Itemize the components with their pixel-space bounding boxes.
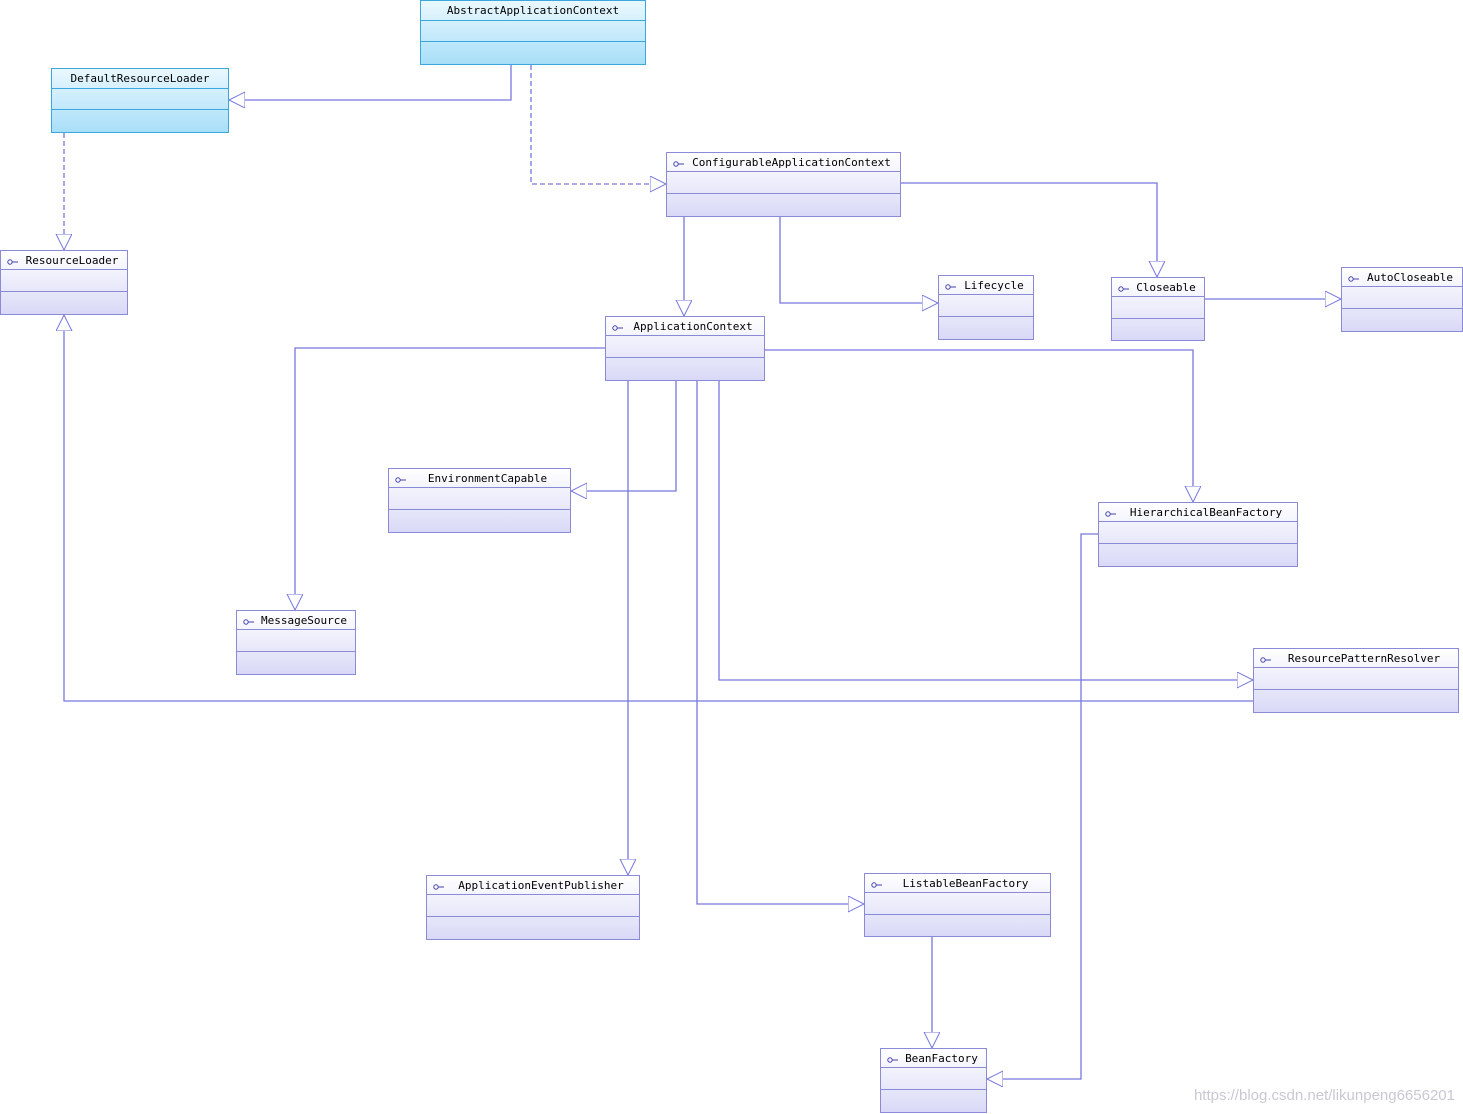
- class-divider: [52, 109, 228, 110]
- class-divider: [939, 316, 1033, 317]
- relation-ApplicationContext-to-MessageSource: [295, 347, 605, 610]
- interface-name: ConfigurableApplicationContext: [667, 153, 900, 172]
- class-divider: [881, 1089, 986, 1090]
- class-divider: [421, 41, 645, 42]
- relation-ConfigurableApplicationContext-to-Lifecycle: [779, 217, 938, 303]
- interface-name: MessageSource: [237, 611, 355, 630]
- interface-ApplicationEventPublisher[interactable]: ApplicationEventPublisher: [426, 875, 640, 940]
- relation-ConfigurableApplicationContext-to-Closeable: [901, 182, 1157, 277]
- interface-lollipop-icon: [871, 882, 882, 888]
- interface-MessageSource[interactable]: MessageSource: [236, 610, 356, 675]
- interface-lollipop-icon: [887, 1057, 898, 1063]
- interface-name: ApplicationContext: [606, 317, 764, 336]
- class-divider: [1112, 318, 1204, 319]
- interface-EnvironmentCapable[interactable]: EnvironmentCapable: [388, 468, 571, 533]
- interface-lollipop-icon: [433, 884, 444, 890]
- interface-name: BeanFactory: [881, 1049, 986, 1068]
- interface-lollipop-icon: [1118, 286, 1129, 292]
- interface-AutoCloseable[interactable]: AutoCloseable: [1341, 267, 1463, 332]
- interface-ListableBeanFactory[interactable]: ListableBeanFactory: [864, 873, 1051, 937]
- class-divider: [606, 357, 764, 358]
- interface-lollipop-icon: [1260, 657, 1271, 663]
- interface-name: Closeable: [1112, 278, 1204, 297]
- relation-ApplicationContext-to-HierarchicalBeanFactory: [765, 349, 1193, 502]
- interface-lollipop-icon: [7, 259, 18, 265]
- relation-AbstractApplicationContext-to-DefaultResourceLoader: [229, 65, 512, 100]
- interface-ConfigurableApplicationContext[interactable]: ConfigurableApplicationContext: [666, 152, 901, 217]
- class-divider: [1342, 308, 1462, 309]
- class-divider: [1, 291, 127, 292]
- watermark: https://blog.csdn.net/likunpeng6656201: [1193, 1087, 1455, 1104]
- interface-lollipop-icon: [1348, 276, 1359, 282]
- relation-ResourcePatternResolver-to-ResourceLoader: [64, 315, 1253, 702]
- interface-Closeable[interactable]: Closeable: [1111, 277, 1205, 341]
- class-divider: [427, 916, 639, 917]
- interface-lollipop-icon: [612, 325, 623, 331]
- class-divider: [667, 193, 900, 194]
- class-name: AbstractApplicationContext: [421, 1, 645, 21]
- relation-ApplicationContext-to-ResourcePatternResolver: [718, 381, 1253, 680]
- class-AbstractApplicationContext[interactable]: AbstractApplicationContext: [420, 0, 646, 65]
- interface-name: ResourcePatternResolver: [1254, 649, 1458, 668]
- interface-HierarchicalBeanFactory[interactable]: HierarchicalBeanFactory: [1098, 502, 1298, 567]
- interface-lollipop-icon: [945, 284, 956, 290]
- interface-name: ListableBeanFactory: [865, 874, 1050, 893]
- interface-name: EnvironmentCapable: [389, 469, 570, 488]
- interface-name: AutoCloseable: [1342, 268, 1462, 287]
- interface-name: ApplicationEventPublisher: [427, 876, 639, 895]
- interface-BeanFactory[interactable]: BeanFactory: [880, 1048, 987, 1113]
- interface-lollipop-icon: [673, 161, 684, 167]
- class-divider: [389, 509, 570, 510]
- interface-lollipop-icon: [395, 477, 406, 483]
- interface-lollipop-icon: [1105, 511, 1116, 517]
- class-name: DefaultResourceLoader: [52, 69, 228, 89]
- class-divider: [1099, 543, 1297, 544]
- interface-ResourcePatternResolver[interactable]: ResourcePatternResolver: [1253, 648, 1459, 713]
- interface-lollipop-icon: [243, 619, 254, 625]
- relation-ApplicationContext-to-EnvironmentCapable: [571, 381, 677, 491]
- interface-name: Lifecycle: [939, 276, 1033, 295]
- relation-AbstractApplicationContext-to-ConfigurableApplicationContext: [530, 65, 666, 184]
- relation-HierarchicalBeanFactory-to-BeanFactory: [987, 533, 1098, 1079]
- class-divider: [865, 914, 1050, 915]
- class-divider: [237, 651, 355, 652]
- relation-ApplicationContext-to-ListableBeanFactory: [696, 381, 864, 904]
- class-DefaultResourceLoader[interactable]: DefaultResourceLoader: [51, 68, 229, 133]
- interface-name: HierarchicalBeanFactory: [1099, 503, 1297, 522]
- interface-ResourceLoader[interactable]: ResourceLoader: [0, 250, 128, 315]
- interface-name: ResourceLoader: [1, 251, 127, 270]
- interface-ApplicationContext[interactable]: ApplicationContext: [605, 316, 765, 381]
- interface-Lifecycle[interactable]: Lifecycle: [938, 275, 1034, 340]
- class-divider: [1254, 689, 1458, 690]
